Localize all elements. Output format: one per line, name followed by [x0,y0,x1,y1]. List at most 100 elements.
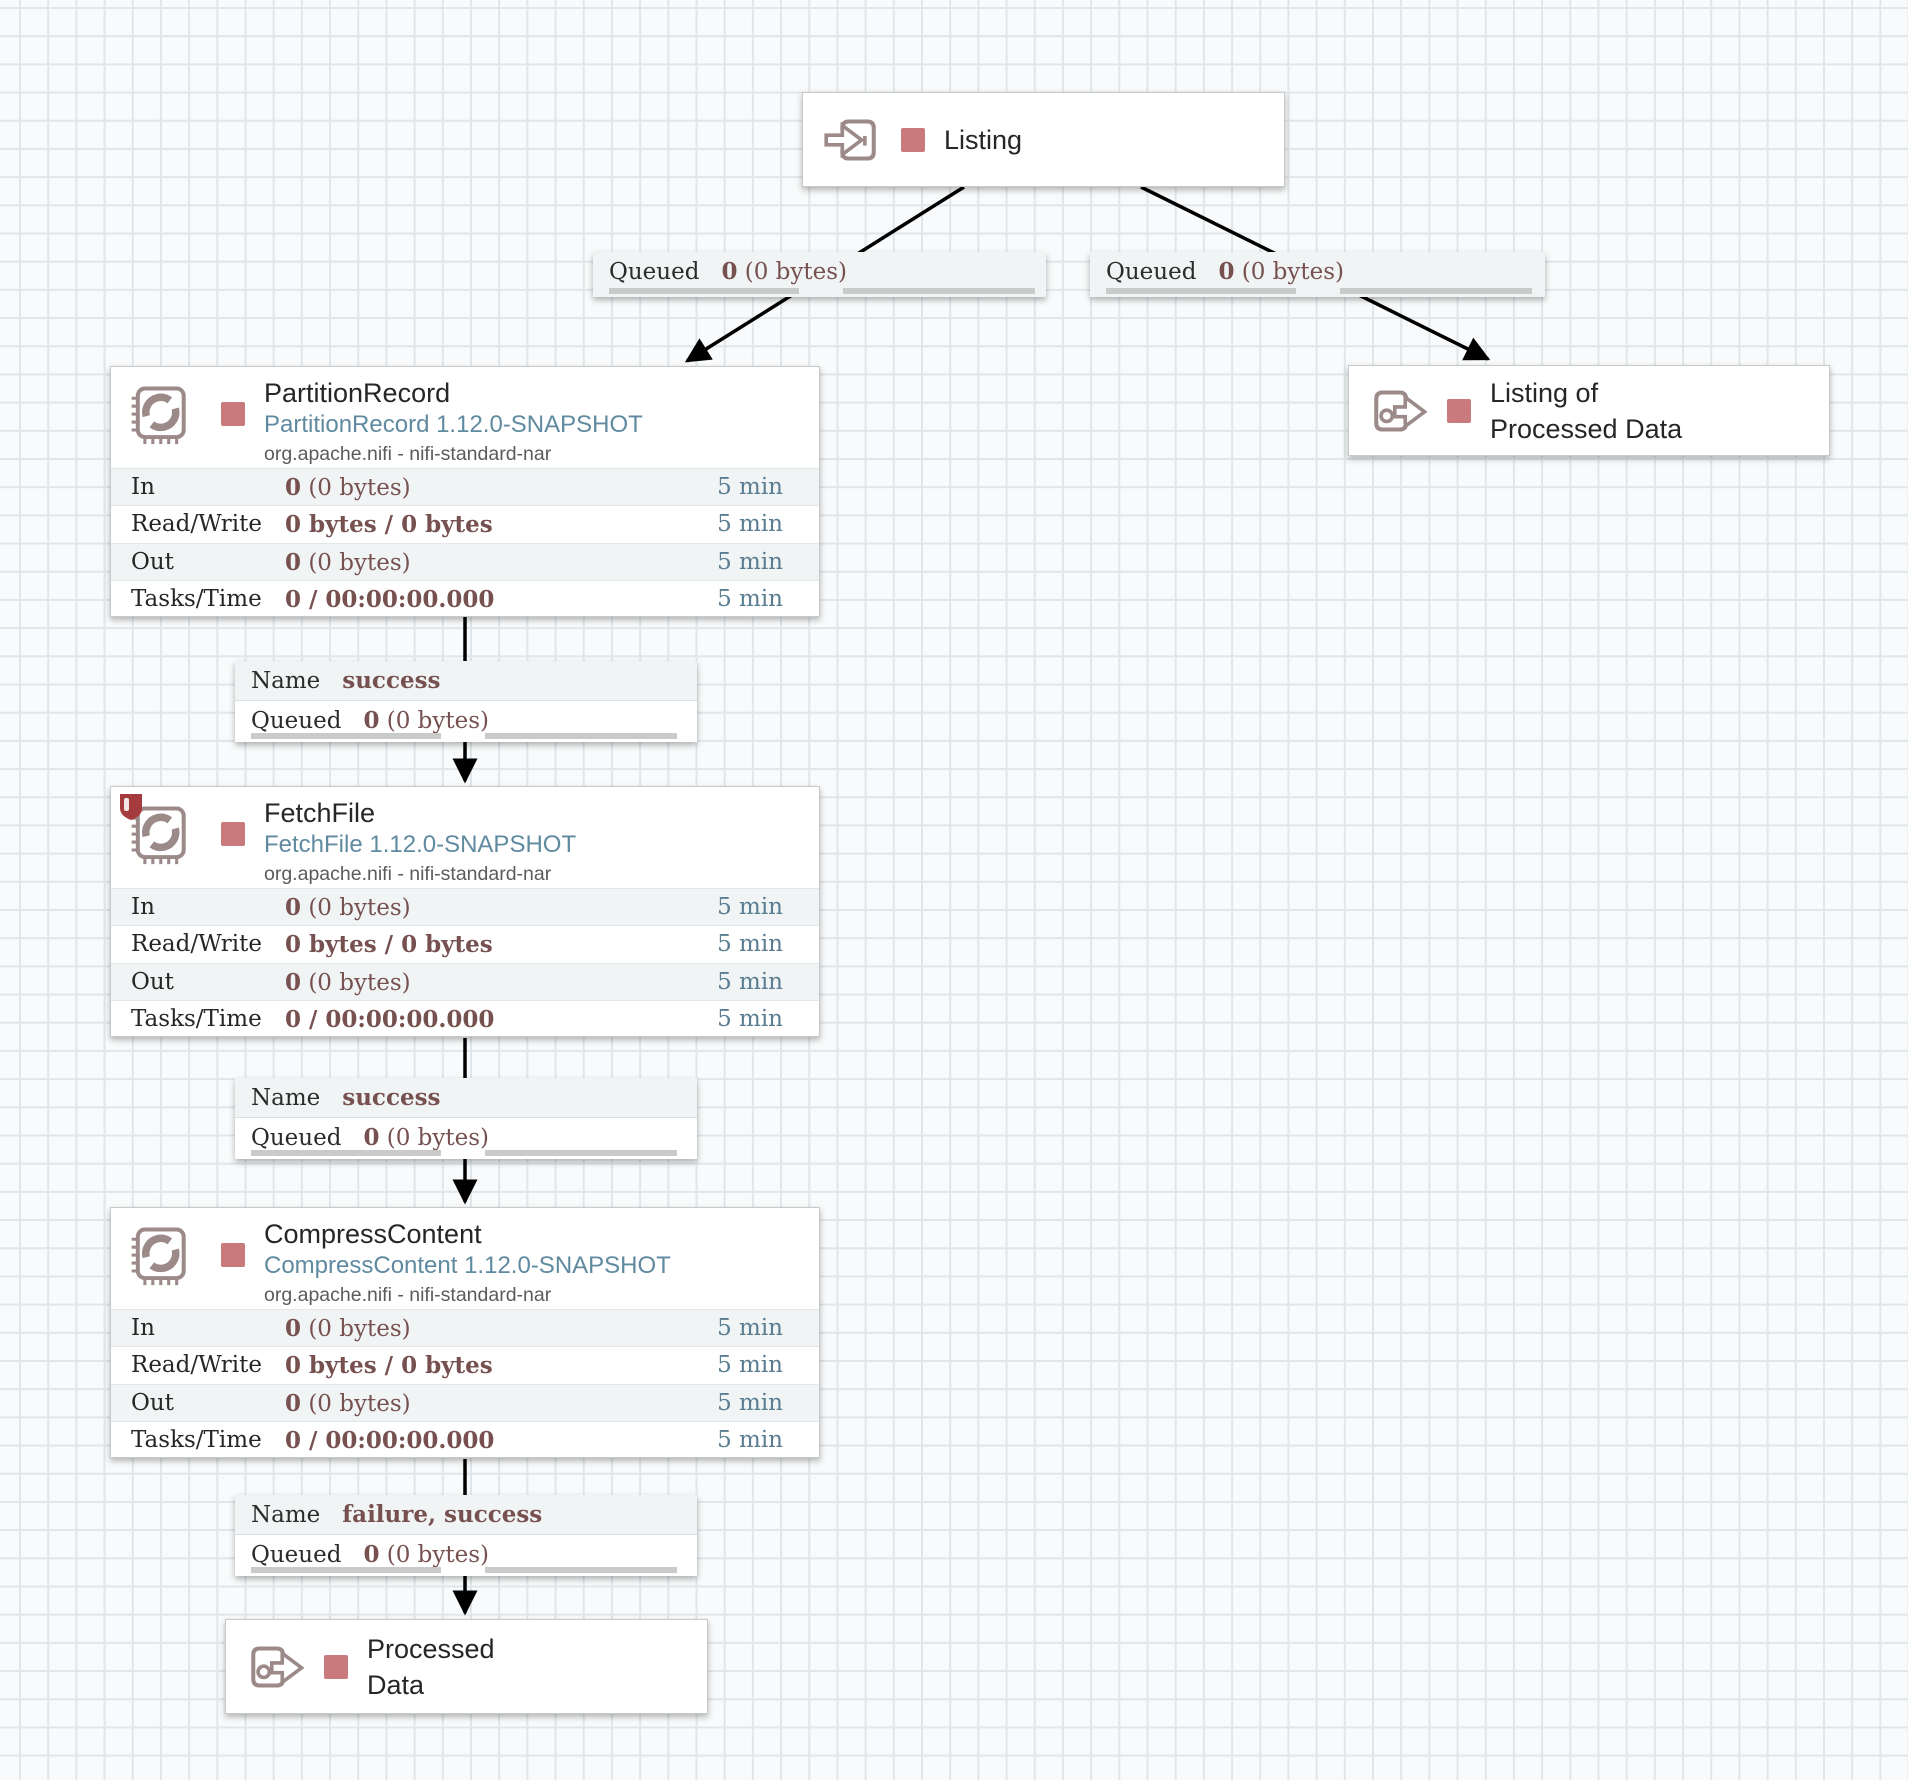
processor-header: PartitionRecord PartitionRecord 1.12.0-S… [111,367,819,468]
processor-fetchfile[interactable]: FetchFile FetchFile 1.12.0-SNAPSHOT org.… [110,786,820,1037]
stat-value: 0 bytes / 0 bytes [285,931,493,959]
connection-label-success-2[interactable]: Name success Queued 0 (0 bytes) [235,1078,697,1159]
queued-label: Queued [251,1125,342,1151]
queued-count: 0 [363,1541,380,1568]
processor-type: PartitionRecord 1.12.0-SNAPSHOT [264,411,643,438]
stat-time: 5 min [717,1006,783,1033]
queue-progress-bars [593,288,1046,294]
stat-row-in: In 0 (0 bytes) 5 min [111,888,819,926]
stopped-status-indicator [1447,398,1471,423]
stat-time: 5 min [717,894,783,920]
queue-progress-bars [235,1150,697,1156]
stat-label: In [131,1315,155,1341]
stat-value: 0 (0 bytes) [285,968,411,996]
queued-size: (0 bytes) [1234,259,1345,285]
stat-value: 0 / 00:00:00.000 [285,1006,495,1034]
processor-icon [131,386,186,445]
stat-row-tasks-time: Tasks/Time 0 / 00:00:00.000 5 min [111,1421,819,1458]
queued-label: Queued [609,259,700,285]
stopped-status-indicator [901,127,925,152]
queue-progress-bars [235,1567,697,1573]
stat-row-out: Out 0 (0 bytes) 5 min [111,962,819,1001]
stat-row-in: In 0 (0 bytes) 5 min [111,1309,819,1347]
port-name-line2: Data [367,1669,425,1700]
stat-time: 5 min [717,968,783,995]
output-port-listing-of-processed-data[interactable]: Listing of Processed Data [1348,365,1830,456]
queued-label: Queued [1106,259,1197,285]
stat-label: In [131,474,155,500]
port-name-line1: Processed [367,1633,495,1664]
port-name-line2: Processed Data [1490,413,1683,444]
processor-bundle: org.apache.nifi - nifi-standard-nar [264,863,552,885]
processor-partitionrecord[interactable]: PartitionRecord PartitionRecord 1.12.0-S… [110,366,820,617]
queued-row: Queued 0 (0 bytes) [235,1118,697,1159]
processor-titles: PartitionRecord PartitionRecord 1.12.0-S… [264,378,643,466]
output-port-processed-data[interactable]: Processed Data [225,1619,708,1714]
processor-header: CompressContent CompressContent 1.12.0-S… [111,1208,819,1309]
input-port-listing[interactable]: Listing [802,92,1285,187]
port-name: Processed Data [367,1631,495,1703]
stat-label: Out [131,548,174,575]
processor-type: CompressContent 1.12.0-SNAPSHOT [264,1252,671,1279]
relationship-name: failure, success [342,1501,543,1528]
queued-size: (0 bytes) [379,708,490,734]
queued-size: (0 bytes) [737,259,848,285]
stat-label: Read/Write [131,931,262,958]
name-label: Name [251,1085,321,1111]
relationship-name: success [342,1084,441,1111]
stopped-status-indicator [221,822,245,846]
queued-count: 0 [1218,258,1235,285]
restricted-shield-icon [120,794,142,820]
processor-titles: CompressContent CompressContent 1.12.0-S… [264,1219,671,1307]
stopped-status-indicator [324,1654,348,1679]
stat-row-read-write: Read/Write 0 bytes / 0 bytes 5 min [111,505,819,542]
stat-value: 0 / 00:00:00.000 [285,1427,495,1455]
processor-compresscontent[interactable]: CompressContent CompressContent 1.12.0-S… [110,1207,820,1458]
stopped-status-indicator [221,402,245,426]
port-name: Listing [944,124,1023,155]
queue-progress-bars [235,733,697,739]
stat-label: Tasks/Time [131,586,262,613]
stat-row-read-write: Read/Write 0 bytes / 0 bytes 5 min [111,1346,819,1383]
queued-size: (0 bytes) [379,1542,490,1568]
stat-label: Read/Write [131,511,262,538]
stat-value: 0 (0 bytes) [285,1315,411,1342]
output-port-icon [1374,389,1427,432]
stat-time: 5 min [717,511,783,538]
name-row: Name success [235,1078,697,1118]
processor-bundle: org.apache.nifi - nifi-standard-nar [264,1284,552,1306]
stat-time: 5 min [717,1315,783,1341]
stat-label: In [131,894,155,920]
input-port-icon [824,118,876,161]
connection-label-queued-right[interactable]: Queued 0 (0 bytes) [1090,252,1545,297]
stat-value: 0 (0 bytes) [285,894,411,921]
processor-icon [131,1227,186,1286]
stat-value: 0 (0 bytes) [285,548,411,576]
stat-value: 0 bytes / 0 bytes [285,1352,493,1380]
stat-time: 5 min [717,1352,783,1379]
stopped-status-indicator [221,1243,245,1267]
stat-value: 0 (0 bytes) [285,1389,411,1417]
queued-count: 0 [363,1124,380,1151]
stat-time: 5 min [717,1389,783,1416]
stat-value: 0 bytes / 0 bytes [285,511,493,539]
stat-label: Out [131,1389,174,1416]
output-port-icon [251,1645,304,1688]
processor-bundle: org.apache.nifi - nifi-standard-nar [264,443,552,465]
stat-row-out: Out 0 (0 bytes) 5 min [111,1383,819,1422]
stat-row-in: In 0 (0 bytes) 5 min [111,468,819,506]
port-name: Listing of Processed Data [1490,375,1682,447]
processor-name: PartitionRecord [264,378,451,408]
queued-count: 0 [363,707,380,734]
stat-label: Out [131,968,174,995]
queued-size: (0 bytes) [379,1125,490,1151]
